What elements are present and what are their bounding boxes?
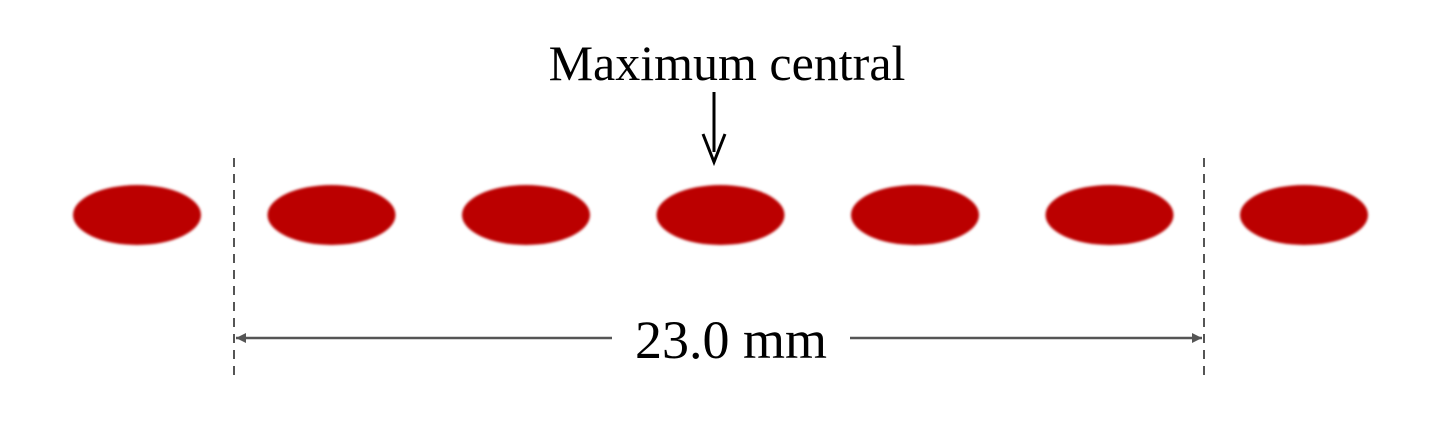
- central-arrow: [701, 92, 727, 167]
- fringe-3: [462, 185, 590, 245]
- fringe-2: [267, 185, 396, 245]
- fringe-row: [73, 185, 1368, 245]
- fringe-7: [1240, 185, 1368, 245]
- fringe-4: [656, 185, 785, 245]
- fringe-6: [1045, 185, 1174, 245]
- fringe-5: [851, 185, 979, 245]
- measurement-label: 23.0 mm: [635, 310, 827, 370]
- fringe-1: [73, 185, 201, 245]
- central-maximum-label: Maximum central: [549, 35, 906, 91]
